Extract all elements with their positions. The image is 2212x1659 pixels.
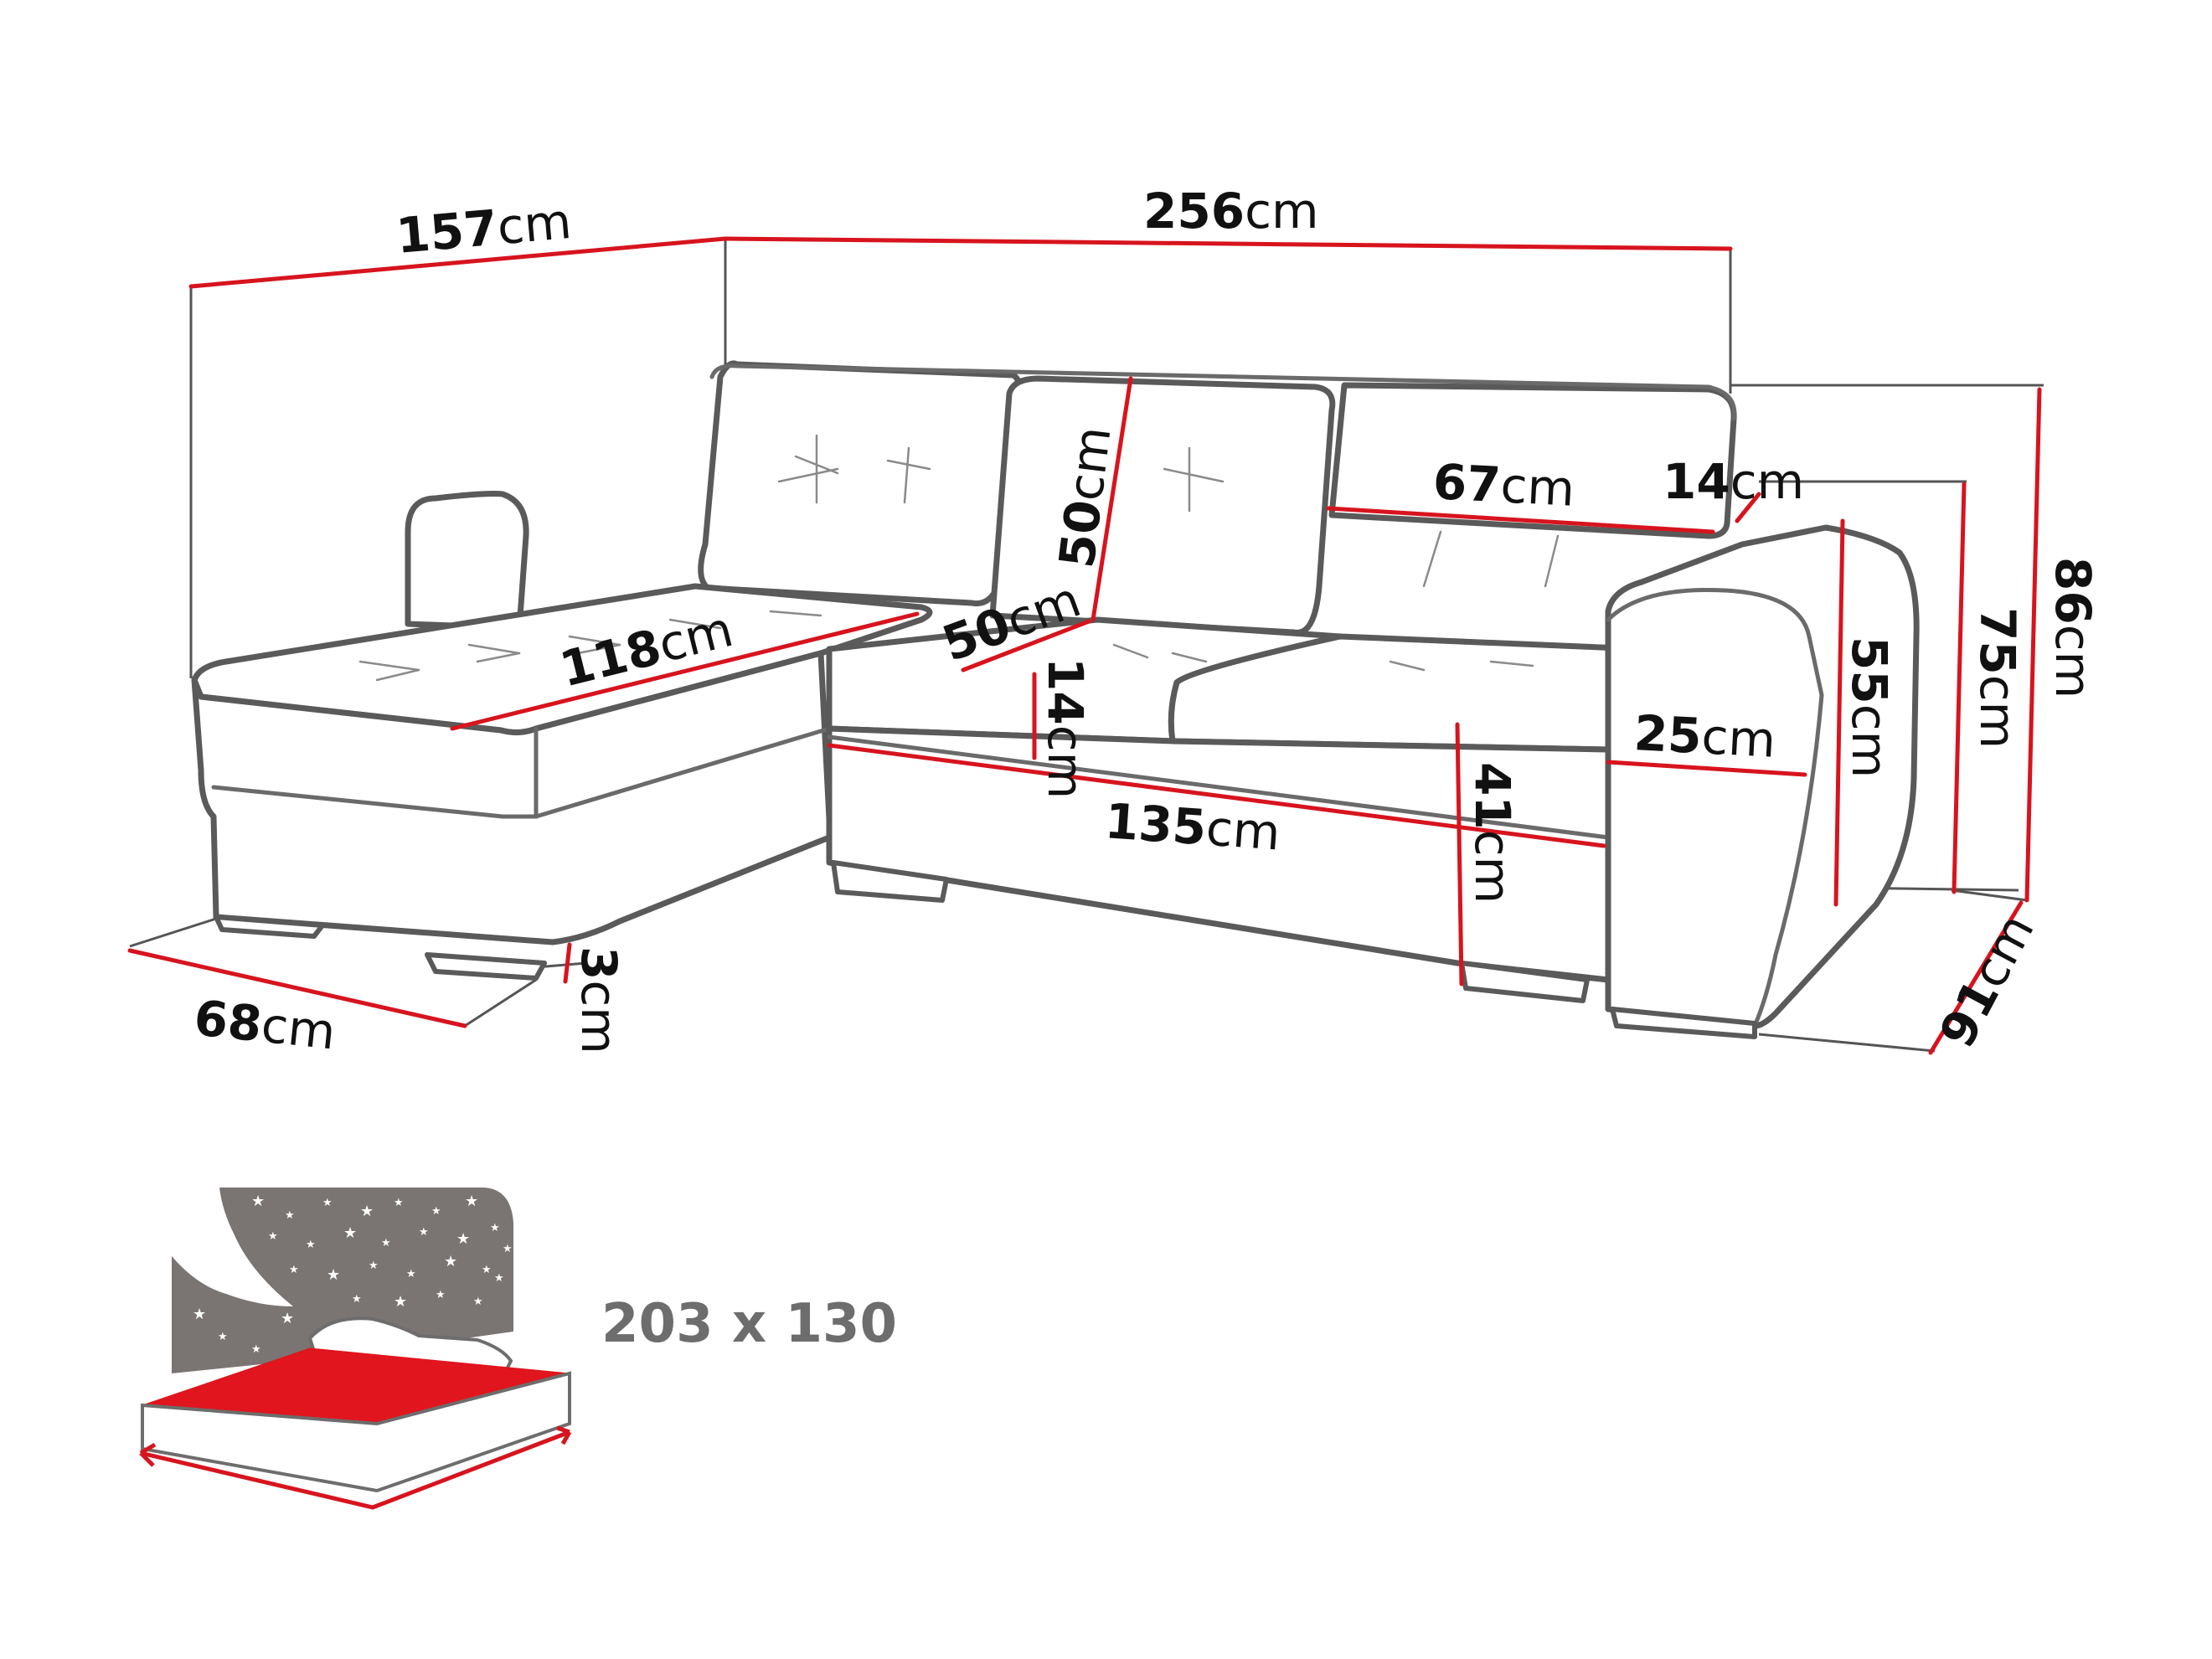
dim-line-256 — [723, 236, 1733, 251]
dim-line-50-seat — [961, 619, 1091, 672]
bed-night-icon: ★★★★★★★★★★★★★★★★★★★★★★★★★★★★★★ — [139, 1188, 572, 1510]
dim-line-157 — [188, 236, 728, 289]
sofa-outline — [191, 360, 1920, 1039]
dim-line-86 — [2024, 387, 2042, 903]
star-icon: ★ — [381, 1237, 391, 1249]
star-icon: ★ — [193, 1306, 206, 1323]
dim-line-41 — [1455, 722, 1464, 987]
label-75: 75cm — [1969, 607, 2026, 749]
star-icon: ★ — [369, 1260, 379, 1272]
label-14-top: 14cm — [1663, 453, 1804, 510]
leg-4 — [1459, 961, 1590, 1003]
back-cushion-1 — [698, 360, 1023, 607]
stars: ★★★★★★★★★★★★★★★★★★★★★★★★★★★★★★ — [193, 1193, 513, 1356]
star-icon: ★ — [436, 1289, 446, 1301]
sleeping-area-size: 203 x 130 — [601, 1293, 897, 1355]
star-icon: ★ — [251, 1343, 261, 1356]
dim-line-135 — [827, 743, 1606, 848]
back-cushion-2 — [989, 375, 1336, 636]
star-icon: ★ — [503, 1243, 513, 1255]
leg-2 — [425, 952, 547, 981]
dim-line-55 — [1833, 518, 1845, 907]
star-icon: ★ — [327, 1266, 340, 1284]
label-86: 86cm — [2044, 557, 2101, 698]
star-icon: ★ — [494, 1272, 504, 1285]
leg-3 — [831, 860, 949, 903]
back-frame — [709, 363, 1737, 421]
star-icon: ★ — [465, 1193, 478, 1210]
star-icon: ★ — [444, 1253, 457, 1270]
star-icon: ★ — [406, 1268, 416, 1280]
dim-line-68 — [127, 948, 467, 1028]
star-icon: ★ — [490, 1222, 500, 1234]
chaise-armrest — [405, 491, 529, 631]
label-3: 3cm — [570, 946, 627, 1054]
dim-line-14-top — [1735, 492, 1761, 523]
dim-line-25 — [1606, 760, 1807, 777]
label-50-back: 50cm — [1048, 424, 1121, 571]
label-68: 68cm — [192, 989, 338, 1060]
star-icon: ★ — [251, 1193, 265, 1210]
dim-line-91 — [1928, 900, 2024, 1055]
star-icon: ★ — [281, 1310, 294, 1327]
night-sky — [172, 1188, 513, 1373]
label-25: 25cm — [1632, 704, 1776, 769]
star-icon: ★ — [419, 1226, 429, 1239]
dim-line-75 — [1952, 482, 1967, 894]
star-icon: ★ — [482, 1264, 492, 1276]
dim-line-118 — [450, 611, 920, 731]
leg-5 — [1610, 1007, 1757, 1039]
star-icon: ★ — [394, 1197, 404, 1209]
star-icon: ★ — [394, 1293, 407, 1311]
label-41: 41cm — [1464, 762, 1521, 904]
tufting — [358, 434, 1560, 682]
star-icon: ★ — [322, 1197, 333, 1209]
dim-line-3 — [563, 942, 572, 984]
chaise-base — [191, 650, 837, 945]
star-icon: ★ — [473, 1296, 483, 1308]
star-icon: ★ — [352, 1293, 362, 1306]
star-icon: ★ — [456, 1230, 470, 1248]
star-icon: ★ — [306, 1239, 316, 1251]
star-icon: ★ — [285, 1209, 295, 1222]
star-icon: ★ — [218, 1331, 228, 1343]
label-157: 157cm — [394, 193, 574, 265]
star-icon: ★ — [360, 1203, 374, 1220]
star-icon: ★ — [343, 1224, 357, 1242]
label-67: 67cm — [1431, 453, 1575, 518]
width-arrow — [140, 1430, 570, 1510]
label-135: 135cm — [1103, 792, 1282, 861]
dim-line-67 — [1326, 506, 1715, 534]
label-14-seat: 14cm — [1037, 657, 1094, 799]
star-icon: ★ — [431, 1205, 441, 1218]
dim-line-50-back — [1091, 376, 1133, 622]
star-icon: ★ — [268, 1230, 278, 1243]
leg-1 — [214, 915, 325, 939]
star-icon: ★ — [289, 1264, 299, 1276]
dimension-lines — [127, 236, 2042, 1055]
label-256: 256cm — [1143, 183, 1318, 240]
label-55: 55cm — [1841, 636, 1898, 778]
label-91: 91cm — [1928, 904, 2044, 1056]
